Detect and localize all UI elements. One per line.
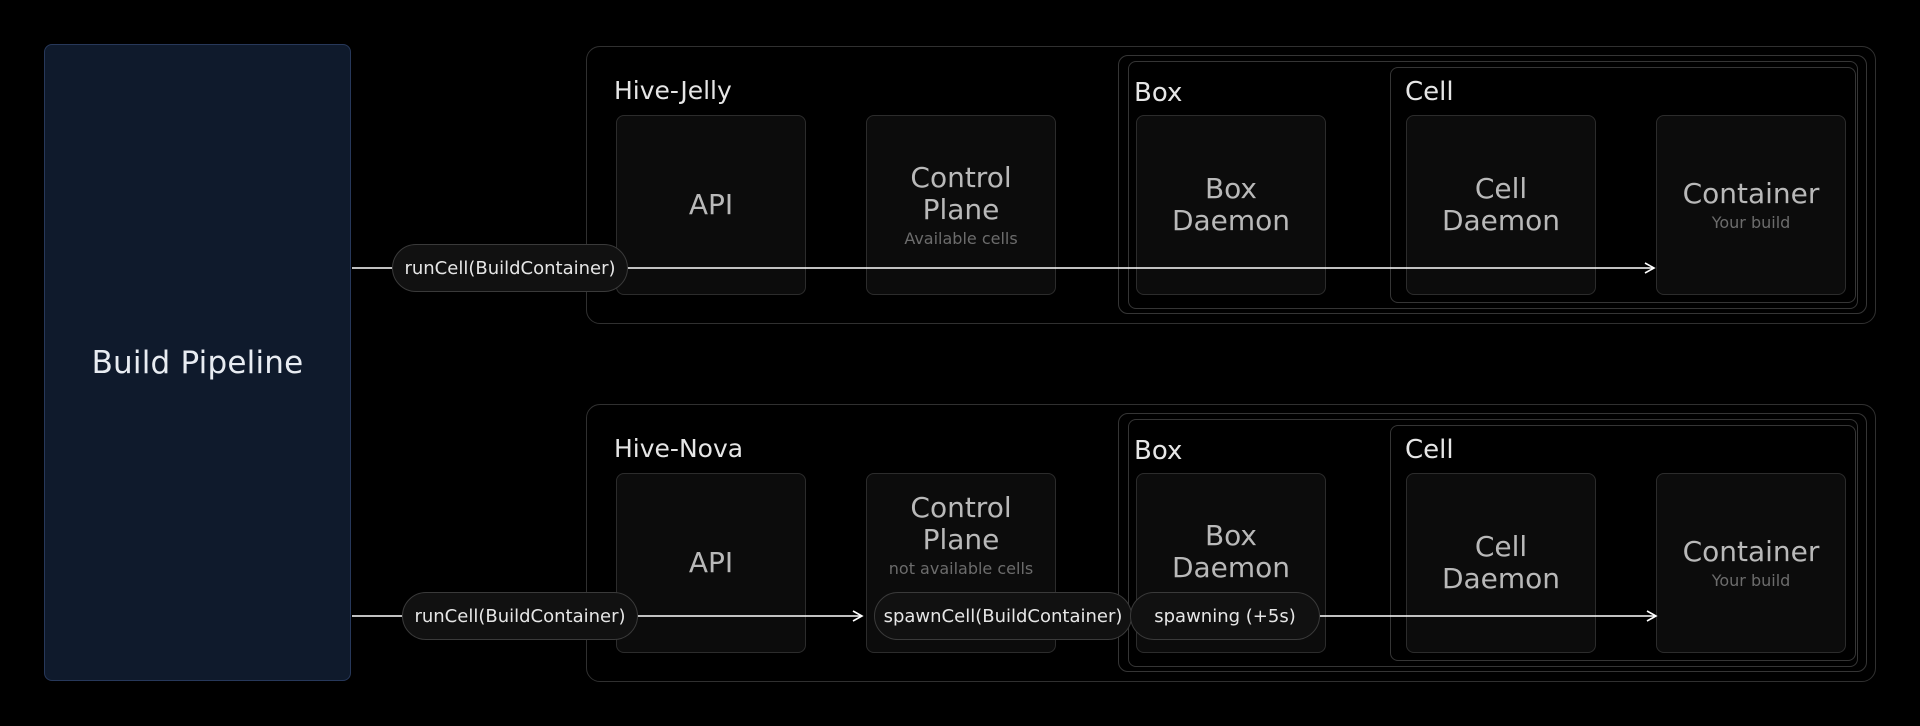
nova-runcell-call-label: runCell(BuildContainer) — [414, 605, 626, 627]
hive-jelly-container: Container Your build — [1656, 115, 1846, 295]
hive-nova-container-label: Container — [1682, 535, 1820, 568]
hive-jelly-box-daemon: Box Daemon — [1136, 115, 1326, 295]
hive-jelly-container-sub: Your build — [1711, 213, 1791, 232]
hive-jelly-control-plane-label: Control Plane — [910, 161, 1012, 226]
hive-nova-box-inner — [1128, 419, 1858, 667]
hive-jelly-box — [1118, 55, 1867, 314]
nova-runcell-call: runCell(BuildContainer) — [402, 592, 638, 640]
hive-nova-box-title: Box — [1134, 436, 1183, 466]
hive-nova-api: API — [616, 473, 806, 653]
hive-jelly-container-label: Container — [1682, 177, 1820, 210]
hive-jelly-control-plane: Control Plane Available cells — [866, 115, 1056, 295]
nova-spawning-status-label: spawning (+5s) — [1154, 605, 1296, 627]
hive-jelly-cell-daemon: Cell Daemon — [1406, 115, 1596, 295]
jelly-runcell-call: runCell(BuildContainer) — [392, 244, 628, 292]
hive-nova-control-plane-label: Control Plane — [910, 491, 1012, 556]
nova-spawncell-call: spawnCell(BuildContainer) — [874, 592, 1132, 640]
hive-jelly-control-plane-status: Available cells — [904, 229, 1018, 248]
hive-nova-box-daemon-label: Box Daemon — [1171, 519, 1291, 584]
build-pipeline: Build Pipeline — [44, 44, 351, 681]
hive-nova-cell-daemon: Cell Daemon — [1406, 473, 1596, 653]
nova-spawning-status: spawning (+5s) — [1130, 592, 1320, 640]
hive-nova-cell-title: Cell — [1405, 435, 1454, 465]
hive-nova-cell-daemon-label: Cell Daemon — [1441, 530, 1561, 595]
hive-jelly-api: API — [616, 115, 806, 295]
hive-jelly-cell-title: Cell — [1405, 77, 1454, 107]
hive-jelly-api-label: API — [688, 188, 734, 221]
hive-jelly-box-daemon-label: Box Daemon — [1171, 172, 1291, 237]
hive-jelly-title: Hive-Jelly — [614, 76, 732, 105]
hive-nova-cell — [1390, 425, 1856, 661]
hive-nova-container: Container Your build — [1656, 473, 1846, 653]
hive-nova-control-plane-status: not available cells — [888, 559, 1034, 578]
hive-nova-title: Hive-Nova — [614, 434, 744, 463]
build-pipeline-label: Build Pipeline — [91, 344, 304, 381]
hive-nova-box — [1118, 413, 1867, 672]
hive-jelly-box-title: Box — [1134, 78, 1183, 108]
hive-jelly-cell — [1390, 67, 1856, 303]
hive-jelly-cell-daemon-label: Cell Daemon — [1441, 172, 1561, 237]
nova-spawncell-call-label: spawnCell(BuildContainer) — [883, 605, 1123, 627]
hive-jelly-box-inner — [1128, 61, 1858, 309]
hive-nova-api-label: API — [688, 546, 734, 579]
jelly-runcell-call-label: runCell(BuildContainer) — [404, 257, 616, 279]
hive-nova-container-sub: Your build — [1711, 571, 1791, 590]
